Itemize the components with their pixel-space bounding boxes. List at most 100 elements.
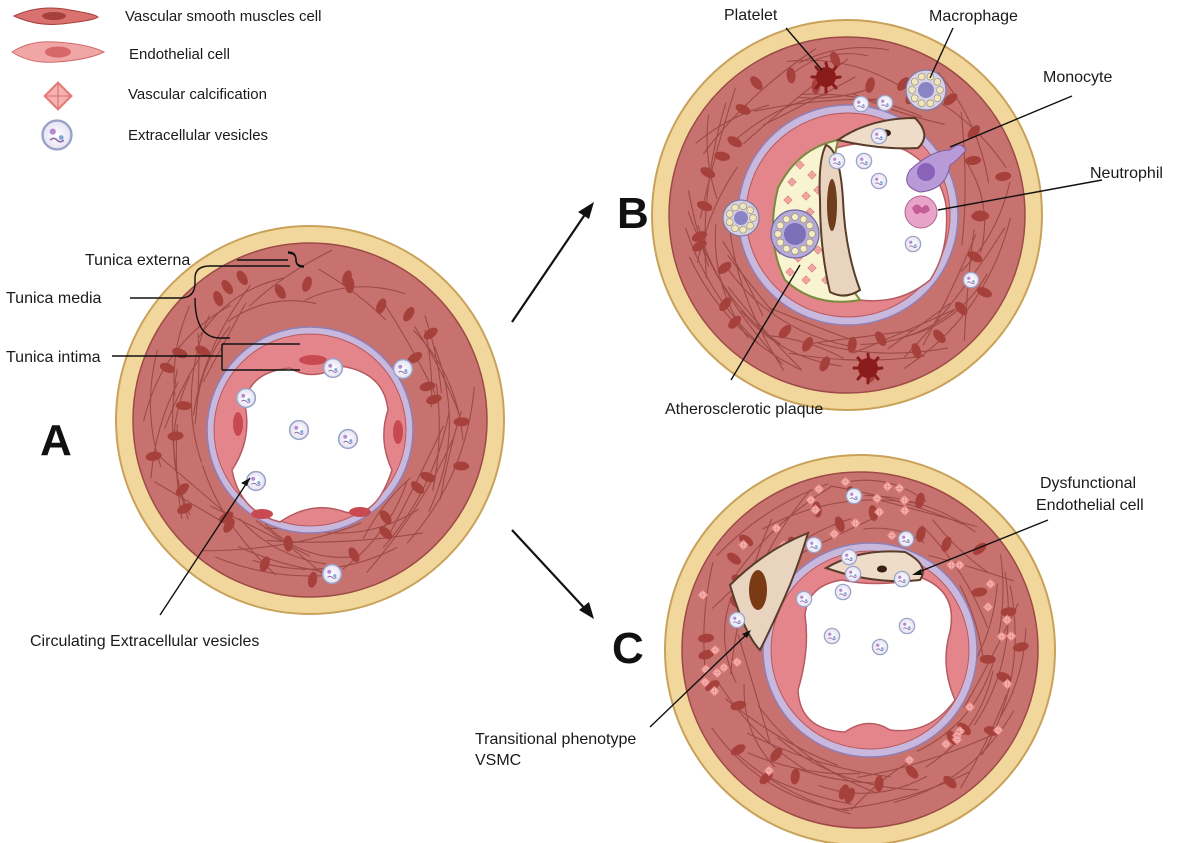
muscle-fiber [362,477,412,540]
monocyte [906,144,967,193]
lipid-droplet [917,99,926,108]
tunica-media-label: Tunica media [6,290,102,307]
vsmc-nucleus [167,431,184,441]
muscle-fiber [696,166,738,264]
legend-label: Vascular smooth muscles cell [125,8,321,25]
vsmc-nuclei [145,270,470,588]
muscle-fiber [737,633,771,744]
vsmc-nucleus [973,210,990,220]
vsmc-nucleus [453,417,470,427]
dysfunctional-label-line1: Dysfunctional [1040,475,1136,492]
extracellular-vesicle-icon [41,119,73,151]
muscle-fiber [857,734,993,778]
transitional-label-line2: VSMC [475,752,521,769]
vsmc-nucleus [728,315,742,329]
leader-line [730,264,801,381]
muscle-fiber [960,694,1007,789]
lipid-droplet [782,215,791,223]
muscle-fiber [960,181,1011,272]
legend-label: Vascular calcification [128,86,267,103]
muscle-fiber [937,71,990,184]
vsmc-nucleus [717,261,732,274]
arrow-head [578,202,594,219]
lipid-droplet [774,230,782,238]
arrow-head [742,630,751,638]
vsmc-nucleus [971,587,988,597]
vsmc-nucleus [967,251,983,263]
muscle-fiber [878,499,977,528]
vsmc-nucleus [410,481,425,494]
vsmc-nucleus [692,240,707,252]
muscle-fiber [209,505,310,557]
panel-b: B Platelet Macrophage Monocyte Neutrophi… [617,7,1163,418]
legend-label: Endothelial cell [129,46,230,63]
muscle-fiber [382,411,450,549]
vsmc-nucleus [750,76,763,90]
lipid-droplet [933,94,942,102]
vsmc-nucleus [770,747,783,762]
vsmc-nucleus [911,343,922,359]
lipid-droplet [749,214,757,222]
muscle-fiber [766,776,853,805]
vsmc-nucleus [379,526,393,540]
muscle-fiber [959,584,984,660]
vsmc-nucleus [786,67,796,84]
vsmc-nucleus [827,179,837,231]
lipid-droplet [791,247,799,255]
vsmc-nucleus [698,633,715,643]
vsmc-nucleus [175,401,192,411]
muscle-fiber [164,356,201,429]
vsmc-nucleus [423,327,438,340]
muscle-fiber [428,345,450,512]
leader-line [915,519,1049,574]
lipid-droplet [739,226,747,234]
vsmc-nucleus [933,329,946,344]
muscle-fiber [237,546,325,573]
muscle-fiber [925,670,994,768]
muscle-fiber [921,525,989,628]
vsmc-nucleus [700,167,716,179]
arrow-head [241,478,250,486]
vsmc-nucleus [1000,607,1017,617]
vsmc-nucleus [1012,642,1029,652]
arrow-head [579,602,594,619]
vsmc-nucleus [145,451,162,461]
vsmc-nucleus [819,356,831,372]
panel-letter: A [40,416,72,465]
muscle-fiber [928,554,1014,582]
vsmc-nucleus [967,125,980,139]
vsmc-nucleus [698,649,715,660]
lipid-droplet [910,94,919,102]
vsmc-nucleus [302,276,312,292]
vsmc-nucleus [954,301,968,316]
vsmc-icon [12,7,99,25]
vsmc-nucleus [714,151,731,161]
platelet-label: Platelet [724,7,778,24]
foam-cell [770,209,820,259]
lipid-droplet [739,202,747,210]
muscle-fiber [886,302,951,350]
vsmc-nucleus [943,775,957,789]
muscle-fiber [787,59,904,89]
muscle-fiber [727,254,774,314]
progression-arrows [511,202,594,619]
muscle-fiber [726,267,849,347]
muscle-fiber [723,595,737,683]
muscle-fiber [722,240,764,317]
leader-line [287,252,305,268]
panel-letter: C [612,624,644,673]
muscle-fiber [960,111,966,246]
lipid-droplet [726,210,734,218]
muscle-fiber [304,286,406,301]
dysfunctional-label-line2: Endothelial cell [1036,497,1144,514]
muscle-fiber [702,48,817,155]
lipid-droplet [917,72,926,81]
muscle-fiber [973,571,1009,726]
muscle-fiber [731,93,829,144]
lumen [231,365,393,523]
muscle-fiber [192,284,251,416]
platelet [810,61,842,94]
leader-line [949,95,1073,148]
vsmc-nucleus [957,722,972,736]
muscle-fiber [916,659,995,752]
